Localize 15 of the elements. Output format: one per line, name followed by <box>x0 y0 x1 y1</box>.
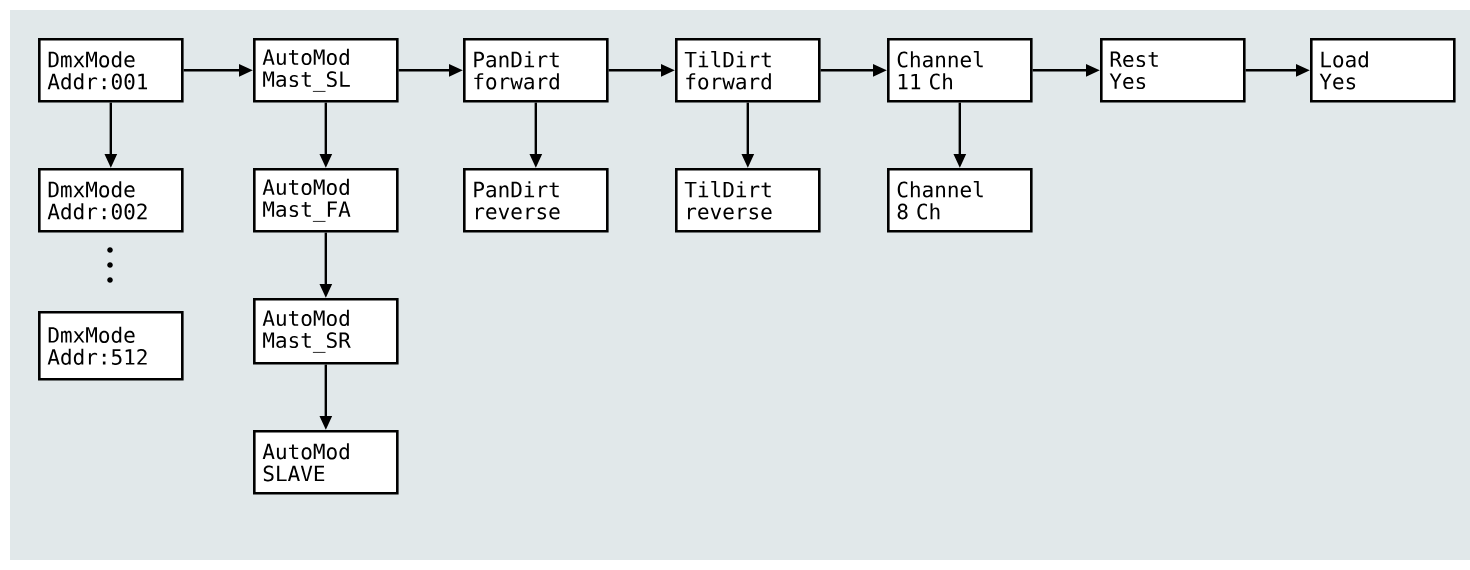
display-box: PanDirt reverse <box>463 168 609 233</box>
display-box: TilDirt forward <box>675 38 821 103</box>
display-box: AutoMod Mast_SL <box>253 38 399 103</box>
display-box: Channel 8 Ch <box>887 168 1033 233</box>
display-box: AutoMod SLAVE <box>253 430 399 495</box>
display-box: DmxMode Addr:002 <box>38 168 184 233</box>
display-box: AutoMod Mast_SR <box>253 298 399 365</box>
display-box: Rest Yes <box>1100 38 1246 103</box>
display-box: PanDirt forward <box>463 38 609 103</box>
display-box: AutoMod Mast_FA <box>253 168 399 233</box>
display-box: TilDirt reverse <box>675 168 821 233</box>
display-box: Channel 11 Ch <box>887 38 1033 103</box>
display-box: Load Yes <box>1310 38 1456 103</box>
display-box: DmxMode Addr:001 <box>38 38 184 103</box>
display-box: DmxMode Addr:512 <box>38 311 184 381</box>
